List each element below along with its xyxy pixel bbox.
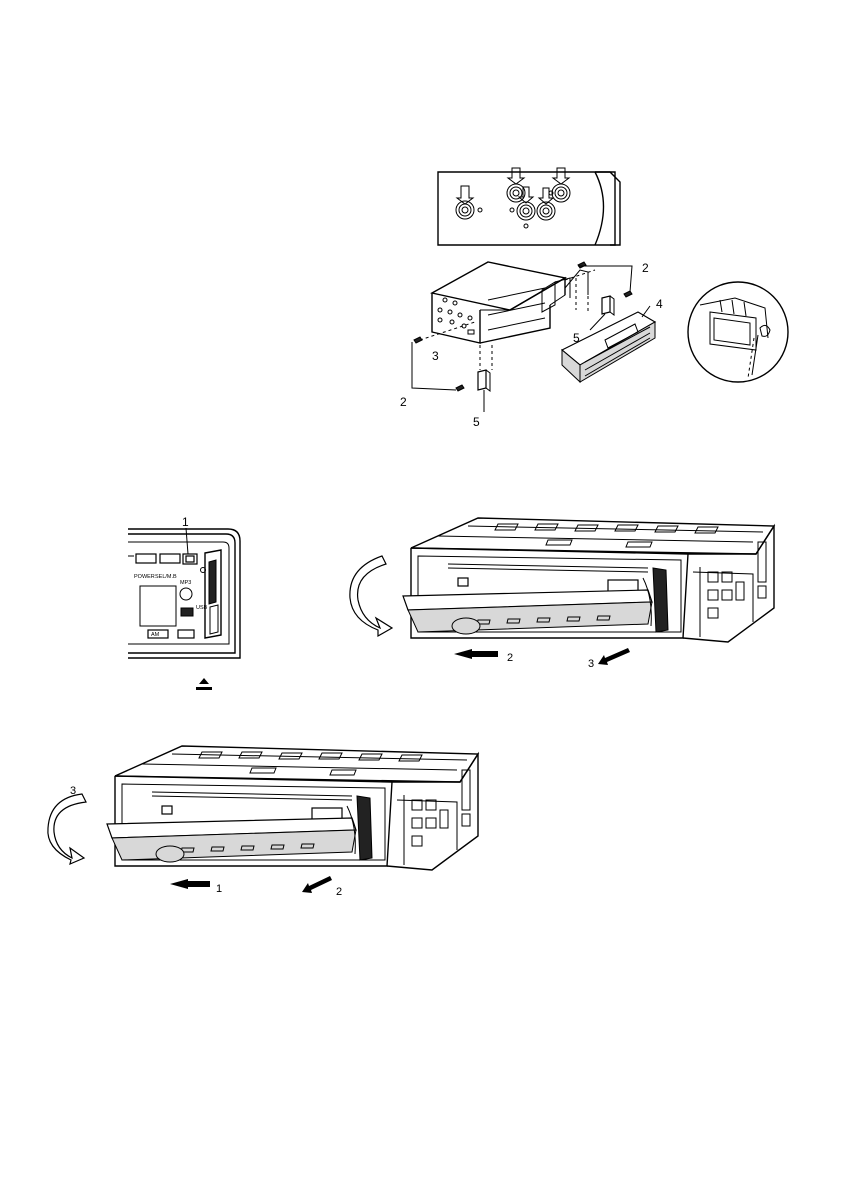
front-panel-figure: POWER SEL/M.B MP3 USB AM 1 — [128, 512, 256, 702]
detach-callout-3: 3 — [588, 658, 594, 670]
eject-icon — [195, 677, 213, 691]
callout-5-right: 5 — [573, 331, 580, 345]
panel-usb-text: USB — [196, 605, 208, 611]
panel-mp3-text: MP3 — [180, 580, 191, 586]
attach-rotate-arrow — [48, 794, 86, 864]
attach-figure: 3 1 2 — [52, 740, 492, 902]
callout-5-bottom: 5 — [473, 415, 480, 429]
mounting-screws — [412, 262, 632, 391]
attach-callout-3: 3 — [70, 785, 76, 797]
installation-figure: 2 2 3 4 5 5 — [380, 160, 800, 440]
callout-1-leader — [186, 528, 188, 554]
dashboard-plate — [438, 168, 620, 245]
callout-2-bottom: 2 — [400, 395, 407, 409]
callout-1-panel: 1 — [182, 515, 189, 529]
detach-callout-2: 2 — [507, 652, 513, 664]
detail-magnifier — [688, 282, 788, 382]
attach-callout-1: 1 — [216, 883, 222, 895]
callout-4: 4 — [656, 297, 663, 311]
sd-slot — [201, 550, 222, 638]
panel-power-text: POWER — [134, 574, 155, 580]
panel-mode-text: SEL/M.B — [155, 574, 177, 580]
panel-buttons — [128, 554, 197, 638]
unit-chassis — [432, 262, 588, 343]
detach-figure: 2 3 — [348, 512, 788, 674]
callout-2-top: 2 — [642, 261, 649, 275]
panel-am-text: AM — [151, 632, 160, 638]
rotate-arrow — [350, 556, 392, 636]
callout-3: 3 — [432, 349, 439, 363]
panel-frame — [128, 529, 240, 658]
attach-callout-2: 2 — [336, 886, 342, 898]
